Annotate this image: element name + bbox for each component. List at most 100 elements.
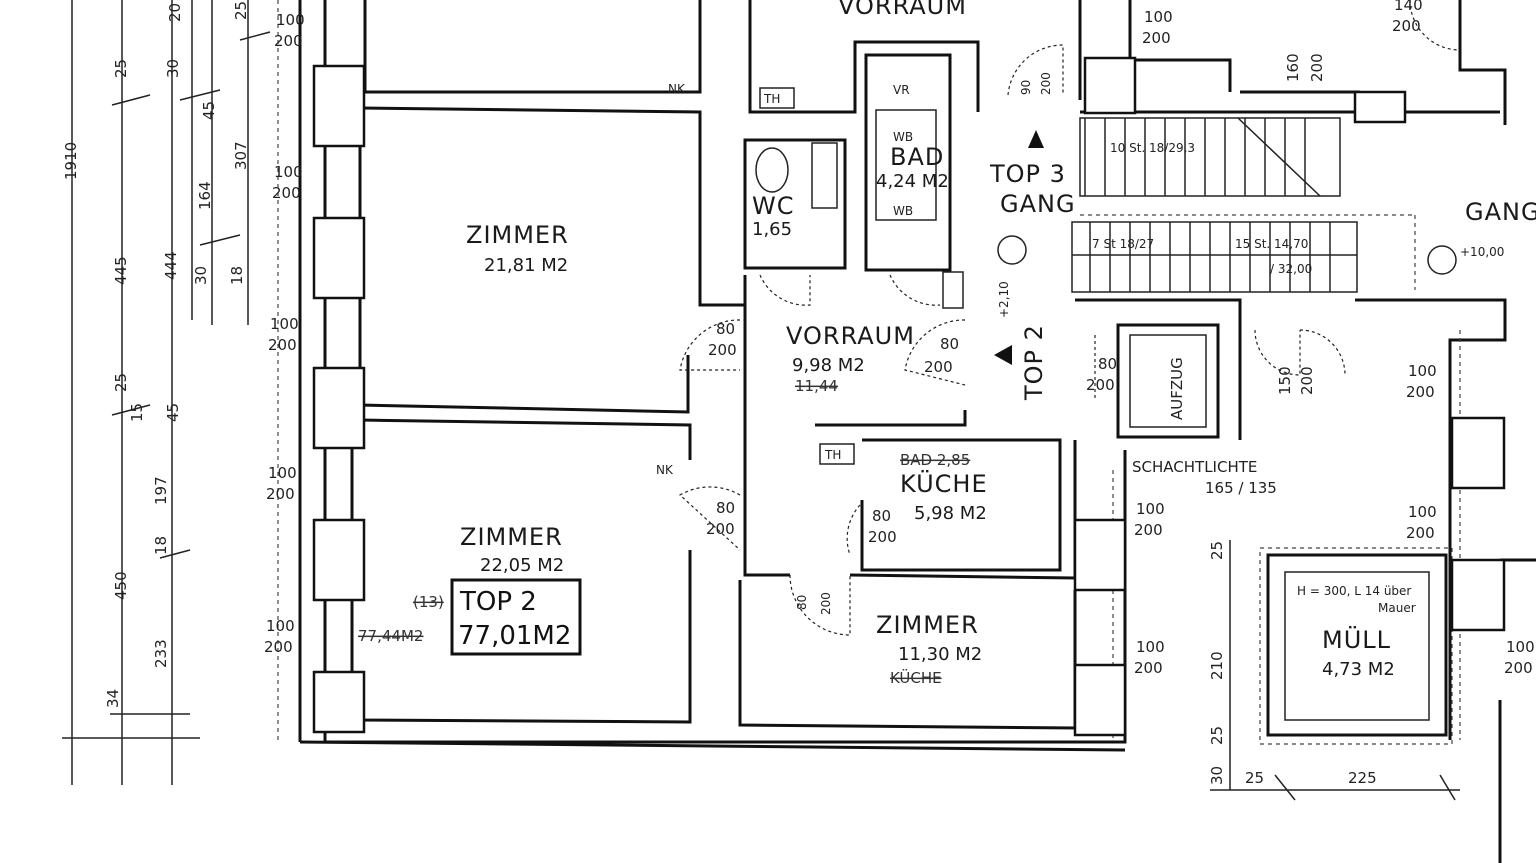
win-r2-w: 100 <box>1408 503 1437 521</box>
muell-note-2: Mauer <box>1378 601 1416 615</box>
dim-30c: 30 <box>1208 766 1226 785</box>
unit-label-box <box>450 578 582 656</box>
wb-mark-1: WB <box>893 130 913 144</box>
door-90-w: 90 <box>1019 80 1033 95</box>
fixtures <box>450 87 1457 656</box>
dim-25b: 25 <box>232 1 250 20</box>
dim-445: 445 <box>112 256 130 285</box>
cistern-icon <box>811 142 838 209</box>
dimension-labels-left: 1910 445 444 25 30 164 307 45 30 18 20 2… <box>62 1 1377 787</box>
unit-old-area: 77,44M2 <box>358 627 423 645</box>
th-box-top <box>759 87 795 109</box>
bathtub-icon <box>875 109 937 221</box>
dim-225: 225 <box>1348 769 1377 787</box>
win-4-h: 200 <box>266 485 295 503</box>
win-top-right-w: 100 <box>1144 8 1173 26</box>
unit-label: (13) 77,44M2 TOP 2 77,01M2 <box>358 587 571 651</box>
unit-area: 77,01M2 <box>458 621 571 651</box>
wc-name: WC <box>752 192 795 220</box>
gang-label: GANG <box>1000 190 1076 218</box>
zimmer3-area: 11,30 M2 <box>898 644 982 665</box>
door-3-h: 200 <box>868 528 897 546</box>
door-1-w: 80 <box>716 320 735 338</box>
zimmer3-name: ZIMMER <box>876 611 979 639</box>
stairs <box>1071 117 1358 293</box>
win-top-right-h: 200 <box>1142 29 1171 47</box>
win-r5-h: 200 <box>1504 659 1533 677</box>
stair-mid-note: 7 St 18/27 <box>1092 237 1154 251</box>
win-r3-h: 200 <box>1134 521 1163 539</box>
dim-25c: 25 <box>112 373 130 392</box>
vorraum-top-name: VORRAUM <box>838 0 967 20</box>
vorraum-old-area: 11,44 <box>795 377 838 395</box>
dim-210: 210 <box>1208 651 1226 680</box>
dim-45a: 45 <box>200 101 218 120</box>
muell-note-1: H = 300, L 14 über <box>1297 584 1411 598</box>
door-3-w: 80 <box>872 507 891 525</box>
door-5-h: 200 <box>1086 376 1115 394</box>
door-150-w: 150 <box>1276 366 1294 395</box>
dim-18a: 18 <box>228 266 246 285</box>
dim-307: 307 <box>232 141 250 170</box>
win-r1-w: 100 <box>1408 362 1437 380</box>
dim-25f: 25 <box>1245 769 1264 787</box>
schacht-label: SCHACHTLICHTE <box>1132 458 1257 476</box>
door-4-h: 200 <box>924 358 953 376</box>
th-mark-mid: TH <box>824 448 841 462</box>
marks: NK NK TH TH VR WB WB 10 St. 18/29,3 7 St… <box>656 82 1504 477</box>
win-2-h: 200 <box>272 184 301 202</box>
level-mark-left: +2,10 <box>997 281 1011 318</box>
dim-444: 444 <box>162 251 180 280</box>
win-5-w: 100 <box>266 617 295 635</box>
th-box-mid <box>819 443 855 465</box>
wb-mark-2: WB <box>893 204 913 218</box>
door-160-h: 200 <box>1308 53 1326 82</box>
aufzug-label: AUFZUG <box>1168 357 1186 420</box>
zimmer3-old-name: KÜCHE <box>890 668 942 687</box>
gang-right-label: GANG <box>1465 198 1536 226</box>
opening-dimensions: 100 200 100 200 100 200 100 200 100 200 … <box>264 0 1535 677</box>
dimension-lines-left <box>62 0 1460 801</box>
door-160-w: 160 <box>1284 53 1302 82</box>
vorraum-name: VORRAUM <box>786 322 915 350</box>
dim-30b: 30 <box>192 266 210 285</box>
bad-name: BAD <box>890 143 944 171</box>
nk-mark-mid: NK <box>656 463 674 477</box>
level-mark-right: +10,00 <box>1460 245 1504 259</box>
toilet-icon <box>755 147 789 193</box>
win-2-w: 100 <box>274 163 303 181</box>
gang-top3-label: TOP 3 <box>989 160 1066 188</box>
th-mark-top: TH <box>763 92 780 106</box>
dim-total: 1910 <box>62 142 80 180</box>
dim-197: 197 <box>152 476 170 505</box>
win-r4-h: 200 <box>1134 659 1163 677</box>
win-3-h: 200 <box>268 336 297 354</box>
dim-164: 164 <box>196 181 214 210</box>
door-swings <box>678 0 1461 636</box>
win-1-w: 100 <box>276 11 305 29</box>
unit-name: TOP 2 <box>459 587 537 617</box>
win-4-w: 100 <box>268 464 297 482</box>
vr-mark: VR <box>893 83 910 97</box>
vorraum-area: 9,98 M2 <box>792 355 865 376</box>
win-r5-w: 100 <box>1506 638 1535 656</box>
stair-mid-note-2: 15 St. 14,70 <box>1235 237 1308 251</box>
level-mark-2 <box>1427 245 1457 275</box>
dim-450: 450 <box>112 571 130 600</box>
top2-vertical-label: TOP 2 <box>1020 324 1048 401</box>
zimmer2-area: 22,05 M2 <box>480 555 564 576</box>
door-90-h: 200 <box>1039 72 1053 95</box>
kueche-old-name: BAD 2,85 <box>900 451 970 469</box>
door-1-h: 200 <box>708 341 737 359</box>
door-2-h: 200 <box>706 520 735 538</box>
dim-30a: 30 <box>164 59 182 78</box>
door-150-h: 200 <box>1298 366 1316 395</box>
walls <box>298 0 1536 863</box>
dim-45b: 45 <box>164 403 182 422</box>
room-labels: VORRAUM ZIMMER 21,81 M2 ZIMMER 22,05 M2 … <box>460 0 1536 687</box>
zimmer2-name: ZIMMER <box>460 523 563 551</box>
win-r1-h: 200 <box>1406 383 1435 401</box>
muell-name: MÜLL <box>1322 625 1391 654</box>
dim-34: 34 <box>104 689 122 708</box>
